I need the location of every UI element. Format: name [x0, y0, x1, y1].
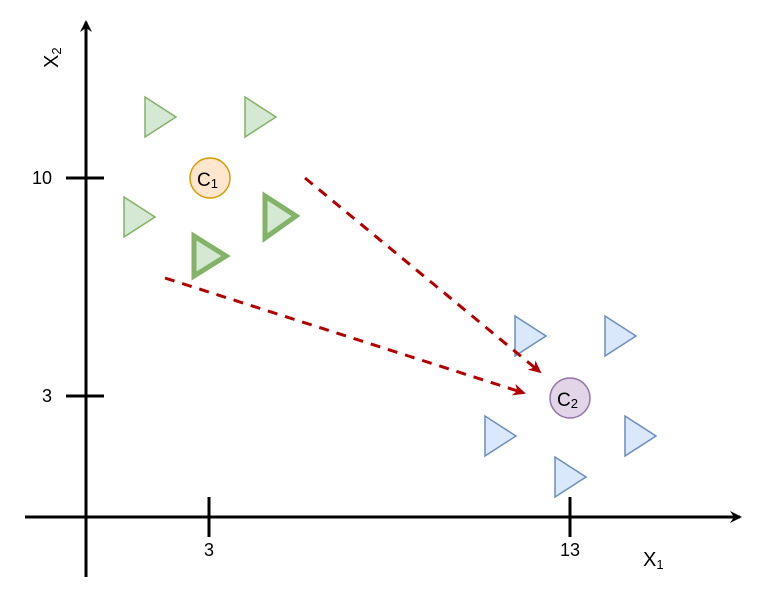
- centroid-c1: [189, 157, 231, 199]
- green-triangle: [244, 95, 278, 139]
- dashed-arrow-lower: [164, 276, 526, 396]
- centroid-c1-label-main: C: [197, 170, 211, 191]
- y-axis-label-main: X: [41, 55, 63, 68]
- blue-triangle: [624, 414, 658, 458]
- y-axis-label-sub: 2: [49, 47, 64, 54]
- centroid-c2-label: C2: [557, 390, 578, 411]
- x-tick-label-3: 3: [204, 540, 214, 560]
- green-triangle-bold: [191, 231, 231, 281]
- centroid-c1-label: C1: [197, 170, 218, 191]
- green-triangle: [123, 195, 157, 239]
- blue-triangle: [604, 314, 638, 358]
- centroid-c2-label-main: C: [557, 390, 571, 411]
- blue-triangle: [554, 455, 588, 499]
- y-tick-label-10: 10: [32, 168, 52, 188]
- x-axis-label: X1: [643, 549, 664, 572]
- x-axis-label-sub: 1: [656, 557, 663, 572]
- y-axis-label: X2: [41, 47, 64, 68]
- green-triangle: [144, 95, 178, 139]
- dashed-arrow-upper: [304, 176, 542, 374]
- green-triangle-bold: [262, 191, 301, 243]
- centroid-c1-label-sub: 1: [211, 176, 218, 191]
- blue-triangle: [514, 314, 548, 358]
- blue-triangle: [484, 414, 518, 458]
- centroid-c2-label-sub: 2: [571, 396, 578, 411]
- y-tick-label-3: 3: [42, 386, 52, 406]
- centroid-c2: [549, 377, 591, 419]
- x-axis-label-main: X: [643, 549, 656, 571]
- x-tick-label-13: 13: [560, 540, 580, 560]
